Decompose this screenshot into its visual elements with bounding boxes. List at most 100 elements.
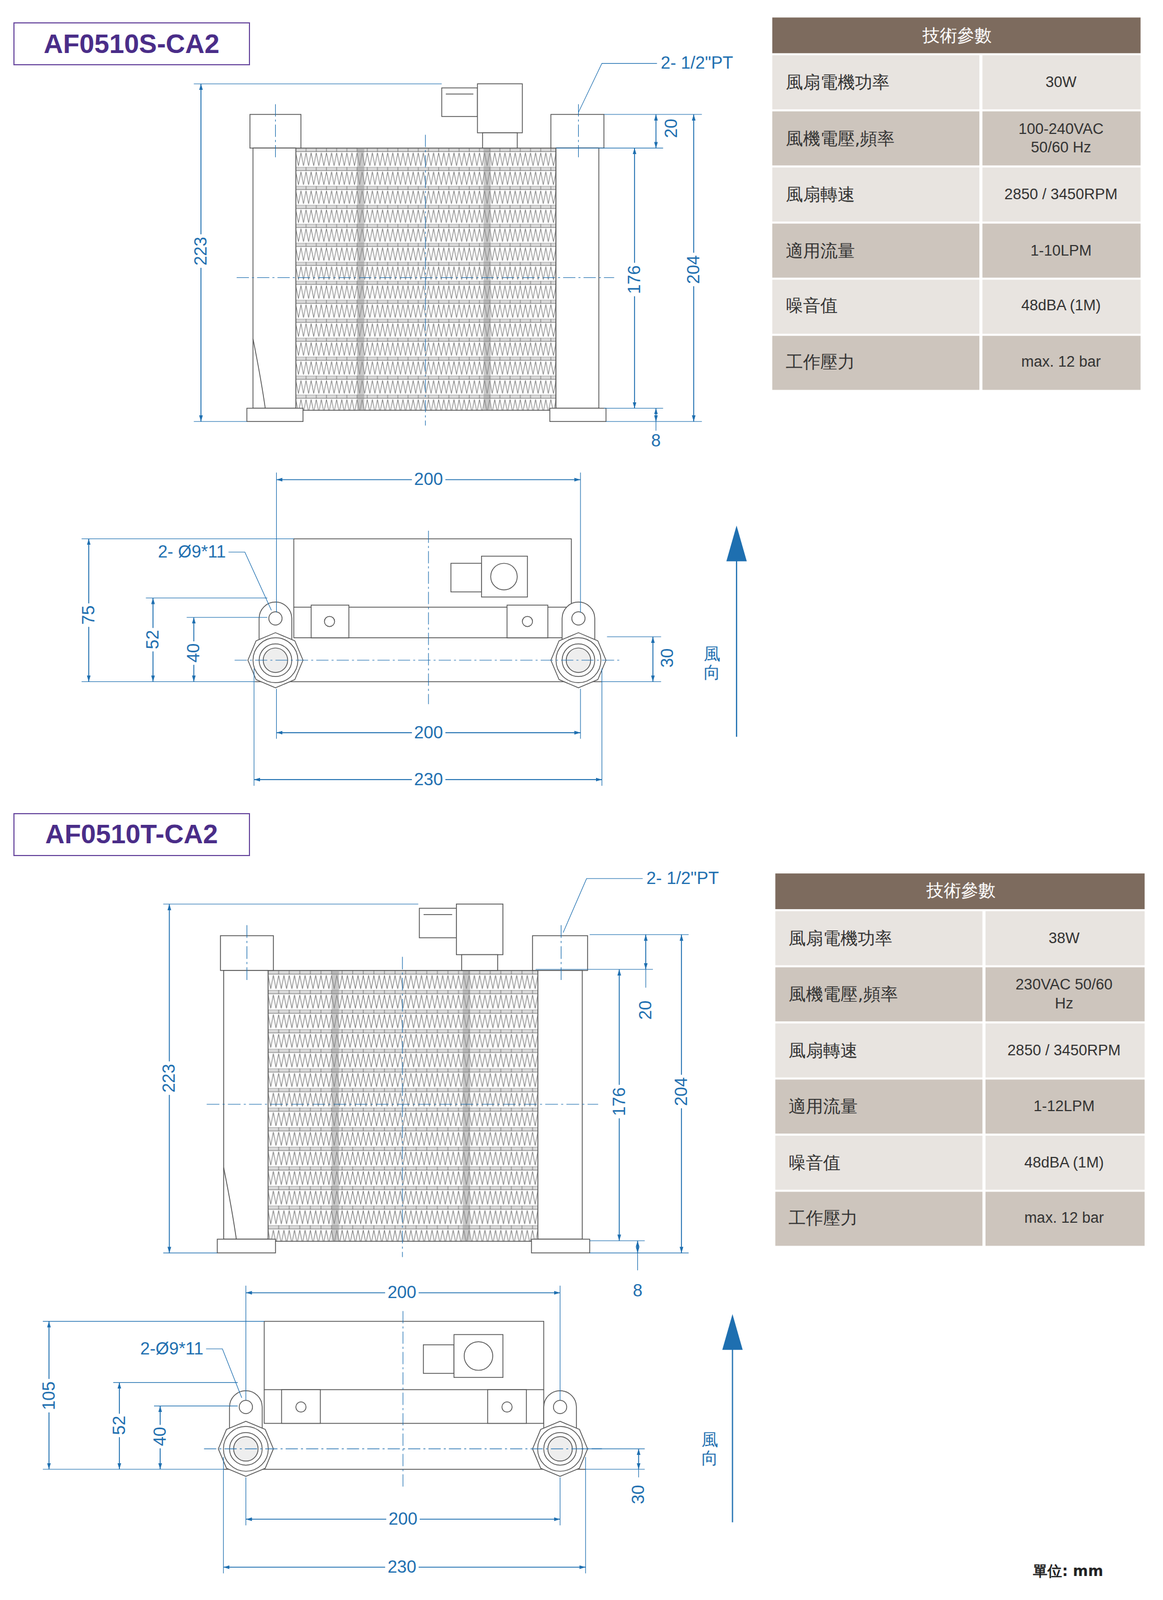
airflow-arrow [731,1344,733,1523]
dimension-holder: 176 [624,262,645,297]
hole-callout-holder: 2-Ø9*11 [138,1338,205,1359]
table-cell: 適用流量 [785,239,855,263]
table-cell-holder: 風扇轉速 [785,183,855,207]
table-cell: 2850 / 3450RPM [1007,1041,1121,1061]
table-cell: 38W [1048,929,1080,949]
table-cell-holder: 適用流量 [788,1094,858,1119]
dimension-holder: 200 [386,1508,420,1530]
table-cell: 風機電壓,頻率 [788,982,898,1007]
dimension-holder: 176 [609,1084,630,1119]
table-cell: 適用流量 [788,1094,858,1119]
pipe-port [532,1390,588,1477]
dimension: 52 [142,627,163,652]
airflow-label: 風向 [703,644,721,682]
table-cell-holder: 30W [1045,73,1077,93]
table-cell-holder: 噪音值 [785,294,838,318]
dimension-holder: 52 [109,1413,130,1438]
table-cell: 1-10LPM [1030,241,1092,261]
dimension: 52 [109,1413,130,1438]
dimension-holder: 200 [411,469,446,490]
table-cell: 工作壓力 [788,1206,858,1230]
table-cell-holder: 1-10LPM [1030,241,1092,261]
dimension-holder: 200 [385,1282,419,1303]
airflow-label-holder: 風向 [703,644,721,682]
dimension: 200 [386,1508,420,1530]
hole-callout-holder: 2- Ø9*11 [156,541,228,562]
dimension: 8 [649,430,663,451]
table-cell-holder: 風扇電機功率 [785,70,890,95]
pipe-port [218,1390,274,1477]
extension-lines [42,1285,646,1574]
table-header-holder: 技術參數 [922,23,992,48]
table-cell: 230VAC 50/60 Hz [1008,976,1121,1014]
table-cell: 1-12LPM [1033,1097,1095,1117]
table-cell-holder: 噪音值 [788,1151,841,1175]
hole-callout: 2- Ø9*11 [156,541,228,562]
table-cell: 風扇電機功率 [788,926,893,951]
dimension-holder: 223 [159,1061,180,1095]
dimension: 40 [184,641,205,665]
dimension-holder: 52 [142,627,163,652]
table-cell: max. 12 bar [1024,1208,1104,1228]
table-cell-holder: 風扇電機功率 [788,926,893,951]
dimension: 20 [661,116,682,141]
dimension-holder: 75 [78,603,99,627]
dimension: 40 [150,1424,171,1449]
dimension: 176 [624,262,645,297]
pipe-port [550,602,607,689]
dimension: 20 [635,998,656,1022]
airflow-arrow [736,556,738,738]
table-cell-holder: 1-12LPM [1033,1097,1095,1117]
dimension-holder: 20 [661,116,682,141]
extension-lines [193,63,702,422]
airflow-label: 風向 [701,1430,719,1468]
dimension: 105 [39,1378,60,1413]
table-cell: 2850 / 3450RPM [1004,185,1118,205]
unit-note: 單位: mm [1032,1561,1104,1581]
dimension-lines [88,479,653,780]
dimension-holder: 204 [683,252,704,287]
table-header: 技術參數 [922,23,992,48]
dimension: 223 [159,1061,180,1095]
dimension-holder: 223 [190,234,211,268]
model-title: AF0510S-CA2 [43,30,220,58]
dimension-holder: 230 [385,1556,419,1578]
dimension: 176 [609,1084,630,1119]
table-cell: 30W [1045,73,1077,93]
airflow-arrowhead [726,525,748,562]
dimension: 75 [78,603,99,627]
extension-lines [81,472,661,786]
dimension: 30 [628,1482,650,1507]
table-cell-holder: 38W [1048,929,1080,949]
unit-note-holder: 單位: mm [1032,1561,1104,1581]
extension-lines [162,878,689,1271]
dimension: 200 [411,469,446,490]
table-cell-holder: 適用流量 [785,239,855,263]
table-cell: 噪音值 [785,294,838,318]
table-cell-holder: 230VAC 50/60 Hz [1008,976,1121,1014]
dimension-holder: 40 [150,1424,171,1449]
model-title-box: AF0510T-CA2 [13,813,251,857]
spec-table-1 [772,17,1141,390]
dimension: 8 [630,1280,645,1301]
dimension: 230 [411,769,446,790]
pipe-port [247,602,304,689]
dimension-lines [169,904,682,1253]
model-title-box: AF0510S-CA2 [13,22,251,66]
dimension-holder: 30 [628,1482,650,1507]
dimension: 204 [683,252,704,287]
dimension-holder: 40 [184,641,205,665]
dimension: 223 [190,234,211,268]
table-cell: 噪音值 [788,1151,841,1175]
thread-callout: 2- 1/2"PT [659,53,735,74]
table-cell-holder: 風機電壓,頻率 [785,127,896,151]
table-cell-holder: 風機電壓,頻率 [788,982,898,1007]
dimension-lines [49,1292,639,1568]
dimension-holder: 204 [671,1074,692,1109]
airflow-label-holder: 風向 [701,1430,719,1468]
hole-callout: 2-Ø9*11 [138,1338,205,1359]
table-cell: 100-240VAC 50/60 Hz [1005,119,1117,158]
table-cell-holder: max. 12 bar [1021,352,1102,372]
airflow-arrowhead [722,1314,743,1350]
